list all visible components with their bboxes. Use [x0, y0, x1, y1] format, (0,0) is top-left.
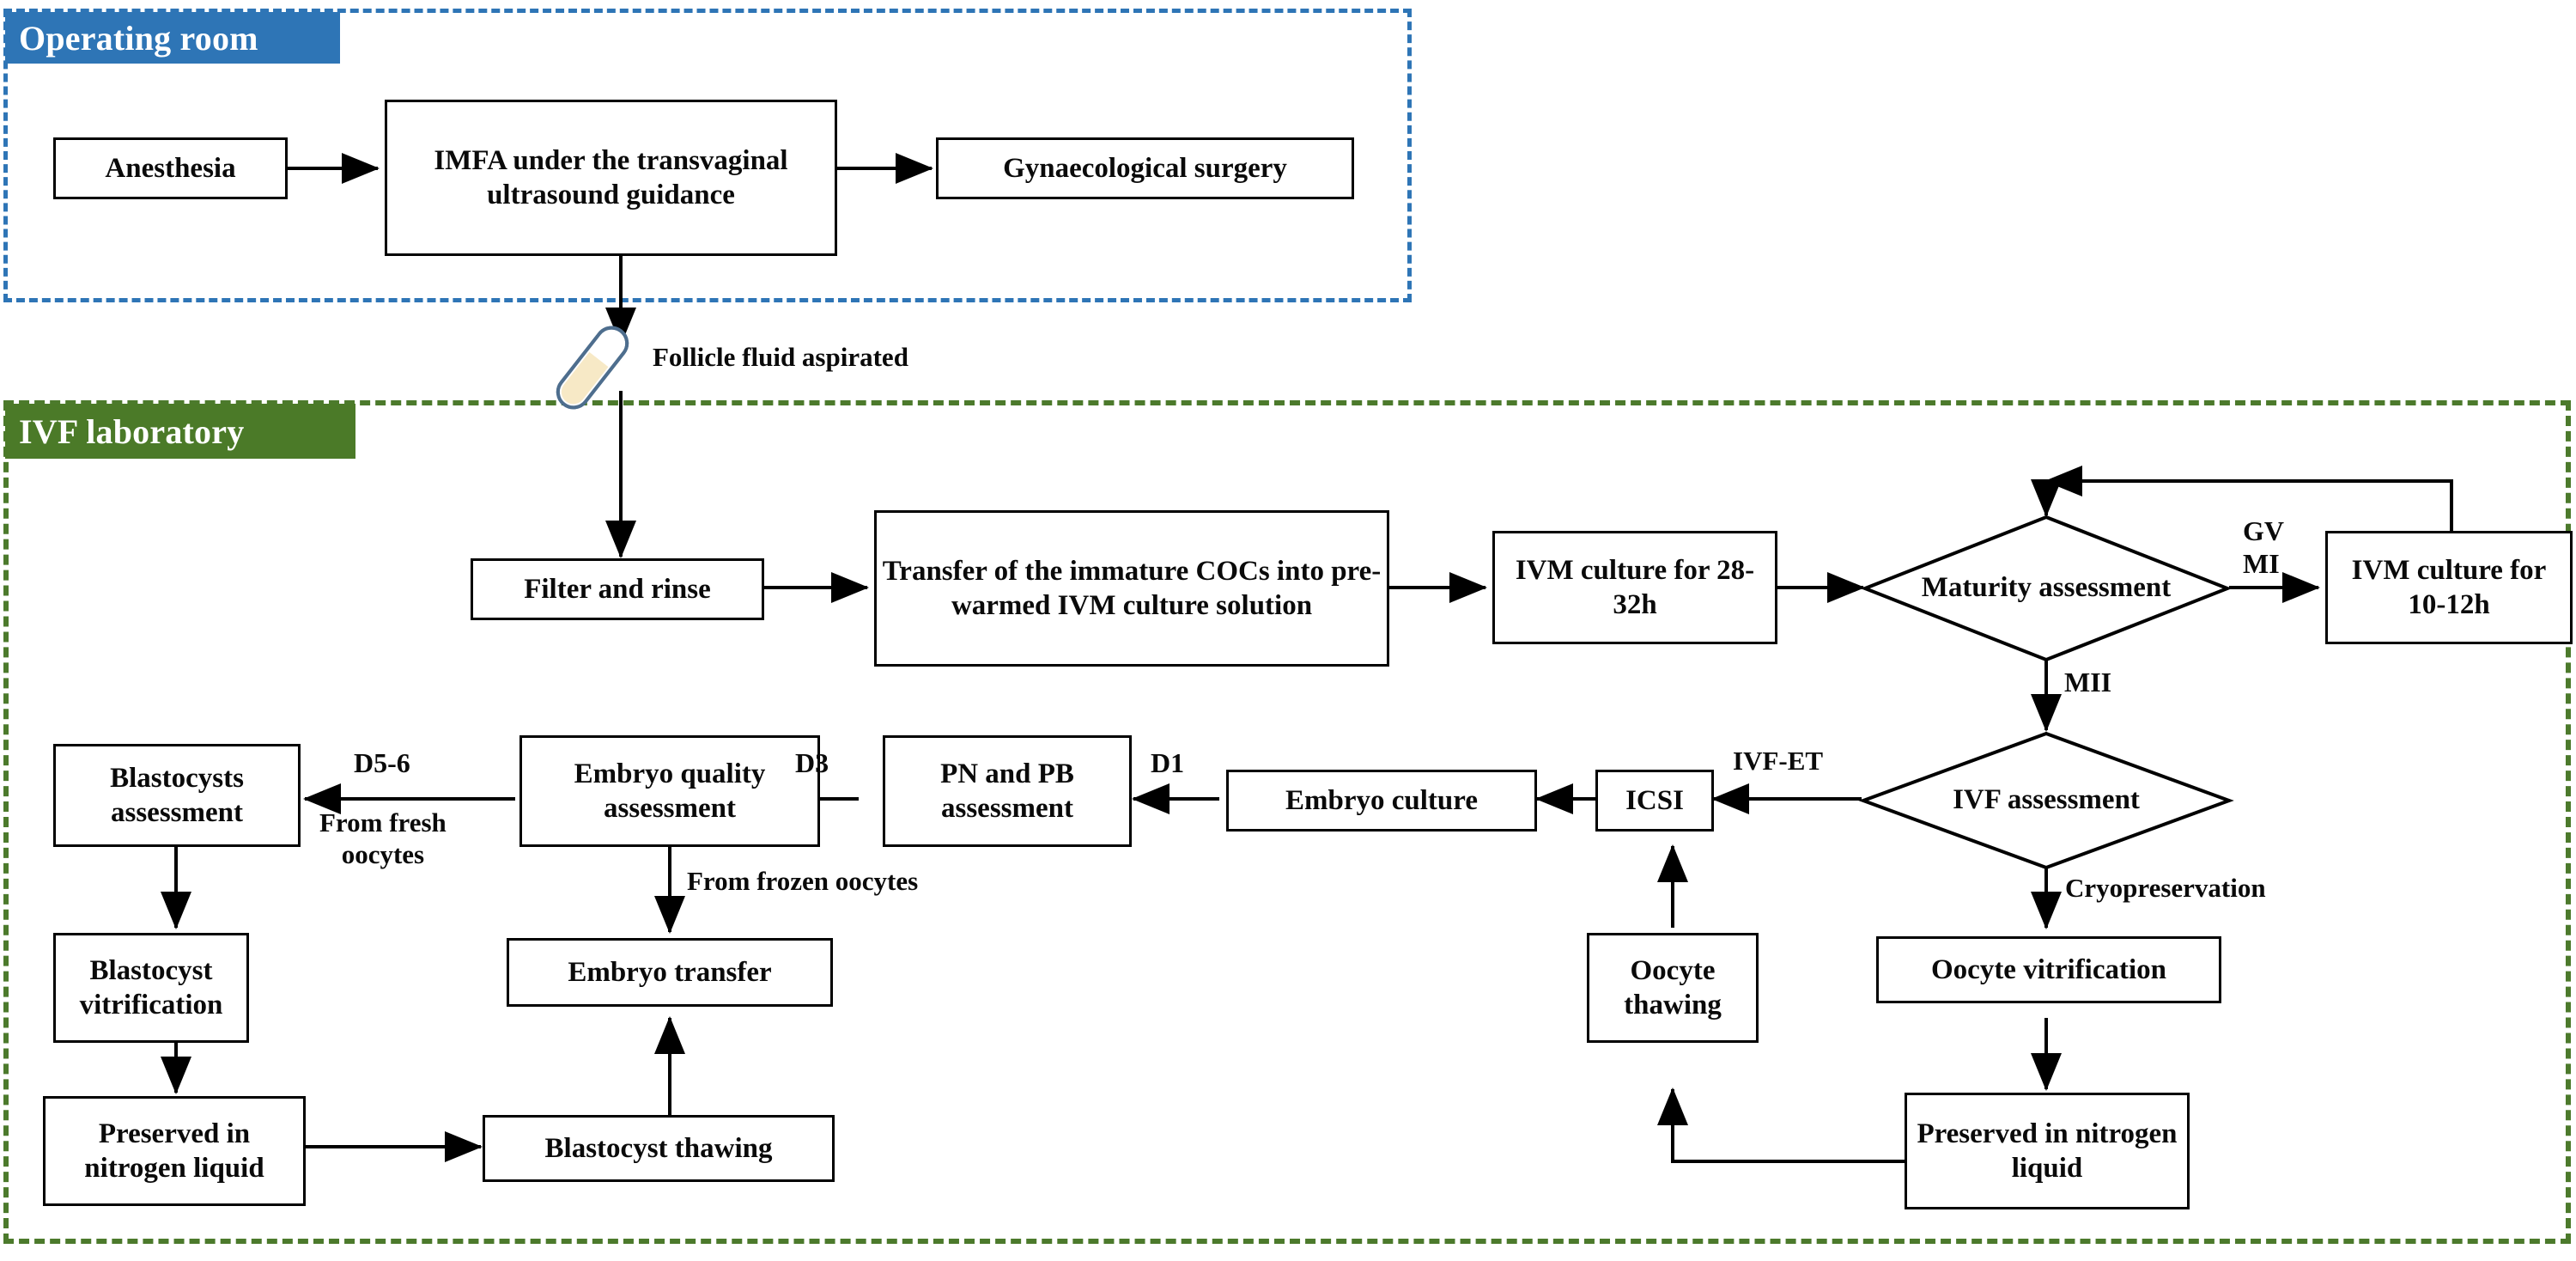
node-filter-and-rinse-label: Filter and rinse	[524, 573, 711, 605]
node-preserved-nitrogen-right[interactable]: Preserved in nitrogen liquid	[1905, 1093, 2190, 1209]
zone-operating-room	[3, 9, 1412, 302]
node-embryo-transfer-label: Embryo transfer	[568, 956, 772, 988]
node-transfer-cocs-label: Transfer of the immature COCs into pre-w…	[882, 555, 1382, 621]
zone-label-operating-room-text: Operating room	[19, 18, 258, 58]
node-blastocyst-thawing-label: Blastocyst thawing	[544, 1132, 773, 1164]
node-pn-and-pb-assessment[interactable]: PN and PB assessment	[883, 735, 1132, 847]
node-preserved-nitrogen-left[interactable]: Preserved in nitrogen liquid	[43, 1096, 306, 1206]
node-imfa[interactable]: IMFA under the transvaginal ultrasound g…	[385, 100, 837, 256]
node-embryo-quality-assessment-label: Embryo quality assessment	[574, 758, 766, 824]
edge-label-from-frozen-oocytes: From frozen oocytes	[687, 866, 919, 896]
test-tube-icon	[532, 316, 653, 419]
node-oocyte-vitrification-label: Oocyte vitrification	[1931, 953, 2166, 985]
edge-label-ivf-et: IVF-ET	[1733, 746, 1824, 776]
edge-label-from-fresh-oocytes: From fresh oocytes	[319, 807, 447, 869]
node-pn-and-pb-assessment-label: PN and PB assessment	[940, 758, 1074, 824]
node-ivm-culture-28-32h-label: IVM culture for 28-32h	[1515, 554, 1755, 620]
node-blastocysts-assessment-label: Blastocysts assessment	[110, 762, 244, 828]
node-gynaecological-surgery[interactable]: Gynaecological surgery	[936, 137, 1354, 199]
node-embryo-culture[interactable]: Embryo culture	[1226, 770, 1537, 832]
node-gynaecological-surgery-label: Gynaecological surgery	[1003, 152, 1287, 184]
edge-label-d1: D1	[1151, 747, 1185, 778]
zone-label-ivf-laboratory-text: IVF laboratory	[19, 411, 245, 451]
node-blastocyst-vitrification-label: Blastocyst vitrification	[79, 954, 223, 1020]
node-oocyte-vitrification[interactable]: Oocyte vitrification	[1876, 936, 2221, 1003]
node-icsi-label: ICSI	[1625, 784, 1684, 816]
node-filter-and-rinse[interactable]: Filter and rinse	[471, 558, 764, 620]
node-ivm-culture-10-12h-label: IVM culture for 10-12h	[2351, 554, 2547, 620]
edge-label-d5-6: D5-6	[354, 747, 410, 778]
node-anesthesia[interactable]: Anesthesia	[53, 137, 288, 199]
node-preserved-nitrogen-right-label: Preserved in nitrogen liquid	[1917, 1118, 2178, 1184]
node-blastocysts-assessment[interactable]: Blastocysts assessment	[53, 744, 301, 847]
edge-label-mii: MII	[2064, 667, 2112, 698]
node-oocyte-thawing[interactable]: Oocyte thawing	[1587, 933, 1759, 1043]
node-oocyte-thawing-label: Oocyte thawing	[1624, 954, 1722, 1020]
node-imfa-label: IMFA under the transvaginal ultrasound g…	[434, 144, 788, 210]
node-anesthesia-label: Anesthesia	[105, 152, 236, 184]
node-embryo-culture-label: Embryo culture	[1285, 784, 1478, 816]
node-embryo-transfer[interactable]: Embryo transfer	[507, 938, 833, 1007]
node-blastocyst-thawing[interactable]: Blastocyst thawing	[483, 1115, 835, 1182]
node-transfer-cocs[interactable]: Transfer of the immature COCs into pre-w…	[874, 510, 1389, 667]
edge-label-d3: D3	[795, 747, 829, 778]
node-ivm-culture-28-32h[interactable]: IVM culture for 28-32h	[1492, 531, 1777, 644]
node-icsi[interactable]: ICSI	[1595, 770, 1714, 832]
node-embryo-quality-assessment[interactable]: Embryo quality assessment	[519, 735, 820, 847]
decision-maturity-assessment[interactable]: Maturity assessment	[1860, 515, 2233, 662]
edge-label-follicle-fluid-aspirated: Follicle fluid aspirated	[653, 342, 908, 372]
zone-label-operating-room: Operating room	[5, 12, 340, 64]
edge-label-gv-mi: GV MI	[2243, 515, 2284, 579]
node-preserved-nitrogen-left-label: Preserved in nitrogen liquid	[84, 1118, 264, 1184]
edge-label-cryopreservation: Cryopreservation	[2065, 873, 2266, 903]
node-blastocyst-vitrification[interactable]: Blastocyst vitrification	[53, 933, 249, 1043]
zone-label-ivf-laboratory: IVF laboratory	[5, 404, 355, 459]
decision-ivf-assessment[interactable]: IVF assessment	[1858, 731, 2234, 870]
node-ivm-culture-10-12h[interactable]: IVM culture for 10-12h	[2325, 531, 2573, 644]
zone-ivf-laboratory	[3, 400, 2571, 1244]
